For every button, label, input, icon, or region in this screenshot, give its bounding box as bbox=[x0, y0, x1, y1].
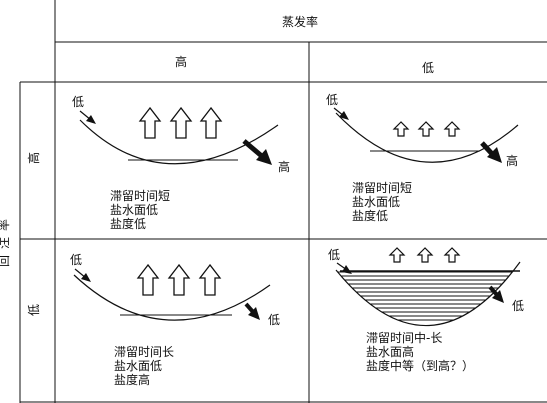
cell-high-low: 低 高 滞留时间短 盐水面低 盐度低 bbox=[326, 93, 519, 223]
up-arrow-icon bbox=[169, 106, 193, 139]
outflow-arrow bbox=[244, 302, 260, 320]
outflow-arrow-thick bbox=[480, 141, 502, 163]
inflow-arrow bbox=[79, 110, 96, 124]
basin-curve bbox=[335, 112, 519, 163]
up-arrow-icon bbox=[199, 106, 223, 139]
cell-text-line: 滞留时间短 bbox=[110, 189, 170, 203]
inflow-arrow bbox=[333, 107, 349, 120]
outflow-label: 高 bbox=[506, 153, 518, 168]
cell-text-line: 盐度高 bbox=[114, 372, 150, 387]
evaporation-arrows-small bbox=[388, 247, 461, 263]
column-header-low: 低 bbox=[422, 61, 434, 75]
cell-text-line: 滞留时间长 bbox=[114, 345, 174, 359]
cell-text-line: 盐水面低 bbox=[110, 203, 158, 217]
up-arrow-icon bbox=[138, 106, 162, 139]
up-arrow-icon bbox=[136, 263, 160, 296]
row-axis-title: 回注率 bbox=[0, 213, 11, 267]
evaporation-arrows-large bbox=[136, 263, 222, 296]
cell-text-line: 滞留时间中-长 bbox=[366, 330, 442, 345]
up-arrow-icon bbox=[443, 121, 461, 137]
grid-lines bbox=[19, 0, 547, 403]
inflow-label: 低 bbox=[70, 253, 82, 267]
up-arrow-icon bbox=[443, 247, 461, 263]
outflow-arrow-thick bbox=[242, 139, 272, 165]
evaporation-arrows-small bbox=[392, 121, 461, 137]
basin-curve bbox=[335, 261, 521, 327]
basin-curve bbox=[73, 274, 271, 321]
up-arrow-icon bbox=[417, 121, 435, 137]
outflow-label: 低 bbox=[268, 313, 280, 327]
outflow-label: 低 bbox=[512, 299, 524, 313]
cell-text-line: 盐水面低 bbox=[352, 195, 400, 209]
inflow-arrow bbox=[336, 262, 352, 274]
cell-text-line: 盐度中等（到高？） bbox=[366, 358, 474, 373]
evaporation-arrows-large bbox=[138, 106, 223, 139]
inflow-label: 低 bbox=[72, 95, 84, 109]
column-header-high: 高 bbox=[175, 54, 187, 69]
inflow-label: 低 bbox=[326, 93, 338, 107]
up-arrow-icon bbox=[388, 247, 406, 263]
cell-text-line: 盐度低 bbox=[110, 216, 146, 231]
outflow-arrow bbox=[488, 285, 504, 303]
outflow-label: 高 bbox=[278, 159, 290, 174]
column-axis-title: 蒸发率 bbox=[282, 14, 318, 29]
cell-text-line: 盐度低 bbox=[352, 208, 388, 223]
cell-low-low: 低 低 滞留时间中-长 盐水面高 盐度中等（到高？） bbox=[328, 247, 524, 373]
row-header-high: 高 bbox=[26, 152, 41, 164]
cell-text-line: 盐水面低 bbox=[114, 359, 162, 373]
cell-low-high: 低 低 滞留时间长 盐水面低 盐度高 bbox=[70, 253, 280, 387]
inflow-label: 低 bbox=[328, 248, 340, 262]
up-arrow-icon bbox=[198, 263, 222, 296]
up-arrow-icon bbox=[392, 121, 410, 137]
inflow-arrow bbox=[74, 268, 91, 282]
basin-curve bbox=[79, 119, 279, 165]
cell-text-line: 滞留时间短 bbox=[352, 181, 412, 195]
up-arrow-icon bbox=[167, 263, 191, 296]
row-header-low: 低 bbox=[27, 304, 41, 316]
cell-text-line: 盐水面高 bbox=[366, 344, 414, 359]
cell-high-high: 低 高 滞留时间短 盐水面低 盐度低 bbox=[72, 95, 290, 231]
up-arrow-icon bbox=[416, 247, 434, 263]
